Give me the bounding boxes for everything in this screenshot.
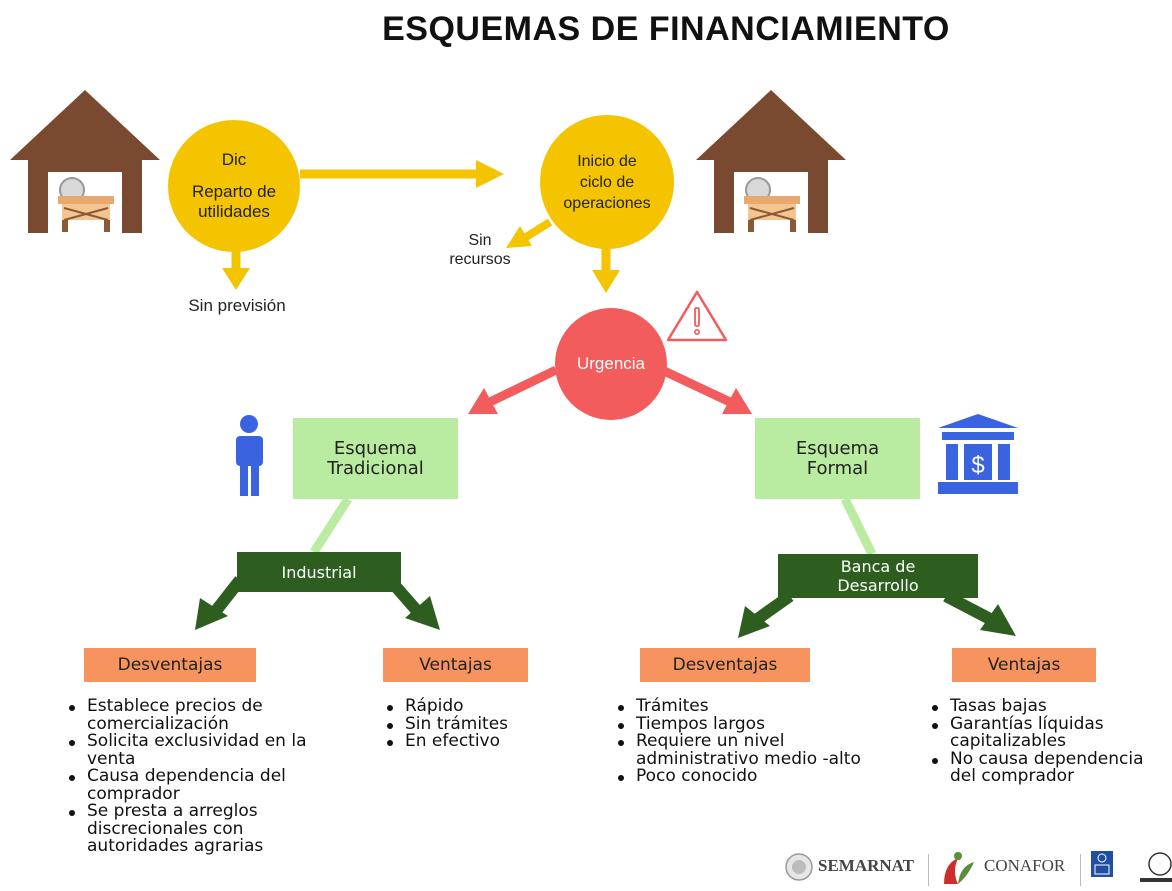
list-item: Garantías líquidas capitalizables [926,715,1170,751]
list-item: Tasas bajas [926,697,1170,716]
house-left-icon [10,90,160,233]
right-disadvantages-list: Trámites Tiempos largos Requiere un nive… [612,697,912,786]
reparto-label: Reparto de utilidades [191,182,277,221]
person-icon [236,415,263,496]
reparto-circle: Dic Reparto de utilidades [168,120,300,252]
footer-logos: SEMARNAT CONAFOR [784,850,1172,891]
list-item: Trámites [612,697,912,716]
left-advantages-list: Rápido Sin trámites En efectivo [381,697,551,751]
list-item: Solicita exclusividad en la venta [63,732,325,768]
semarnat-logo: SEMARNAT [818,856,915,875]
world-bank-logo-icon [1140,852,1172,882]
logo-divider [1080,854,1081,886]
logo-divider [928,854,929,886]
house-right-icon [696,90,846,233]
left-advantages-header: Ventajas [383,648,528,682]
urgencia-circle: Urgencia [555,308,667,420]
list-item: Se presta a arreglos discrecionales con … [63,802,325,856]
esquema-formal-box: Esquema Formal [755,418,920,499]
sawmill-right-icon [744,177,800,232]
inicio-label: Inicio de ciclo de operaciones [563,152,651,212]
conafor-logo-icon [944,852,974,884]
dic-label: Dic [221,150,247,169]
list-item: No causa dependencia del comprador [926,750,1170,786]
page-title: ESQUEMAS DE FINANCIAMIENTO [382,10,950,48]
industrial-box: Industrial [237,552,401,592]
list-item: Poco conocido [612,767,912,786]
semarnat-seal-icon [785,853,813,881]
svg-text:$: $ [971,452,984,479]
list-item: Tiempos largos [612,715,912,734]
undp-logo-icon [1091,851,1113,877]
left-disadvantages-list: Establece precios de comercialización So… [63,697,325,856]
right-disadvantages-header: Desventajas [640,648,810,682]
warning-icon [666,290,728,342]
esquema-tradicional-box: Esquema Tradicional [293,418,458,499]
sin-prevision-label: Sin previsión [188,296,286,315]
sin-recursos-label: Sin recursos [449,232,511,268]
right-advantages-header: Ventajas [952,648,1096,682]
list-item: Establece precios de comercialización [63,697,325,733]
sawmill-left-icon [58,177,114,232]
list-item: Requiere un nivel administrativo medio -… [612,732,912,768]
red-arrows [468,365,752,414]
bank-icon: $ [938,414,1018,494]
list-item: Causa dependencia del comprador [63,767,325,803]
green-connectors [310,496,877,556]
list-item: Sin trámites [381,715,551,734]
right-advantages-list: Tasas bajas Garantías líquidas capitaliz… [926,697,1170,786]
list-item: En efectivo [381,732,551,751]
inicio-circle: Inicio de ciclo de operaciones [540,115,674,249]
left-disadvantages-header: Desventajas [84,648,256,682]
banca-desarrollo-box: Banca de Desarrollo [778,554,978,598]
list-item: Rápido [381,697,551,716]
urgencia-label: Urgencia [576,354,646,373]
conafor-logo: CONAFOR [984,856,1066,875]
dark-green-arrows-right [738,590,1016,638]
